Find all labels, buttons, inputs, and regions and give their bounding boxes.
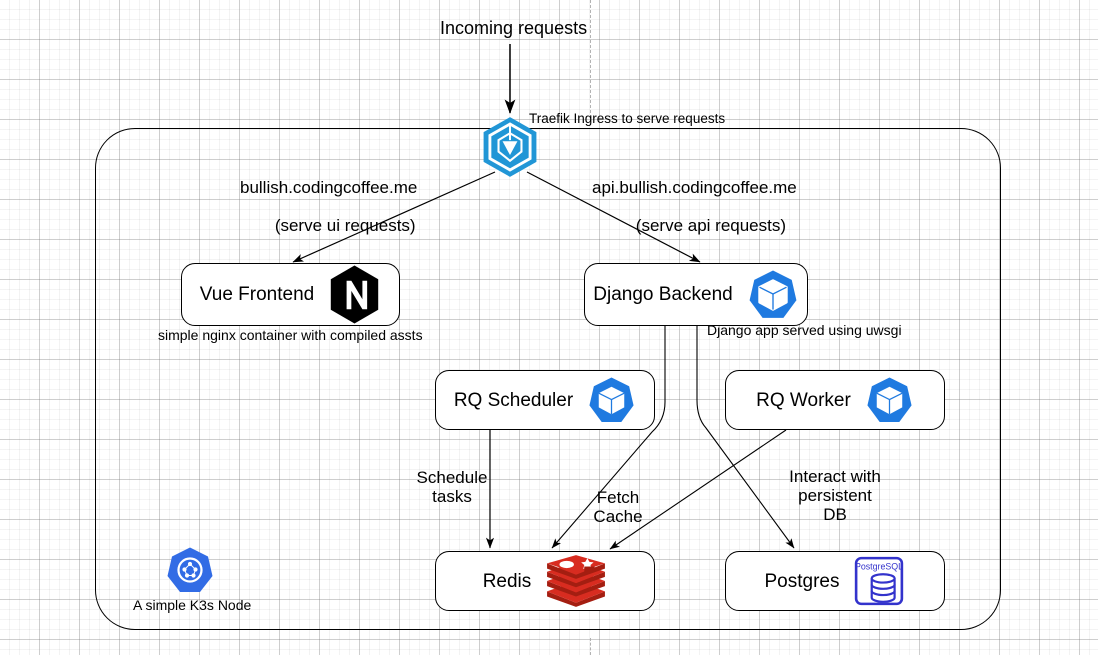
nginx-icon (328, 265, 381, 324)
ui-domain-text: bullish.codingcoffee.me (240, 178, 418, 197)
node-rq-scheduler[interactable]: RQ Scheduler (435, 370, 655, 430)
postgres-icon-text: PostgreSQL (855, 562, 903, 572)
edge-label-api-domain: api.bullish.codingcoffee.me (serve api r… (592, 178, 797, 235)
incoming-requests-label: Incoming requests (440, 18, 588, 38)
node-vue-frontend[interactable]: Vue Frontend (181, 263, 400, 326)
page-break-guide-top (590, 0, 591, 118)
node-vue-frontend-label: Vue Frontend (199, 284, 315, 305)
traefik-ingress-note: Traefik Ingress to serve requests (529, 111, 726, 126)
node-rq-worker[interactable]: RQ Worker (725, 370, 945, 430)
edge-label-schedule-tasks: Schedule tasks (416, 468, 488, 507)
node-redis-label: Redis (482, 570, 532, 592)
traefik-icon (481, 116, 539, 178)
api-domain-sub-text: (serve api requests) (635, 216, 787, 236)
k3s-cluster-boundary (95, 128, 1001, 630)
page-break-guide-bottom (590, 638, 591, 655)
k3s-icon (165, 546, 215, 596)
k3s-node-caption: A simple K3s Node (133, 597, 252, 613)
node-postgres-label: Postgres (764, 570, 840, 592)
node-rq-worker-label: RQ Worker (756, 389, 851, 411)
edge-label-ui-domain: bullish.codingcoffee.me (serve ui reques… (240, 178, 417, 235)
edge-label-persistent-db: Interact with persistent DB (789, 467, 881, 525)
node-django-backend-label: Django Backend (593, 284, 733, 305)
kubernetes-pod-icon (747, 269, 799, 321)
node-rq-scheduler-label: RQ Scheduler (453, 389, 574, 411)
api-domain-text: api.bullish.codingcoffee.me (592, 178, 797, 197)
node-redis[interactable]: Redis (435, 551, 655, 611)
backend-note: Django app served using uwsgi (707, 322, 902, 338)
node-postgres[interactable]: Postgres PostgreSQL (725, 551, 945, 611)
ui-domain-sub-text: (serve ui requests) (274, 216, 416, 236)
kubernetes-pod-icon (865, 376, 914, 425)
kubernetes-pod-icon (587, 376, 636, 425)
postgresql-icon: PostgreSQL (853, 555, 905, 607)
redis-icon (545, 555, 607, 607)
node-django-backend[interactable]: Django Backend (584, 263, 808, 326)
frontend-note: simple nginx container with compiled ass… (158, 327, 423, 343)
edge-label-fetch-cache: Fetch Cache (593, 488, 643, 527)
